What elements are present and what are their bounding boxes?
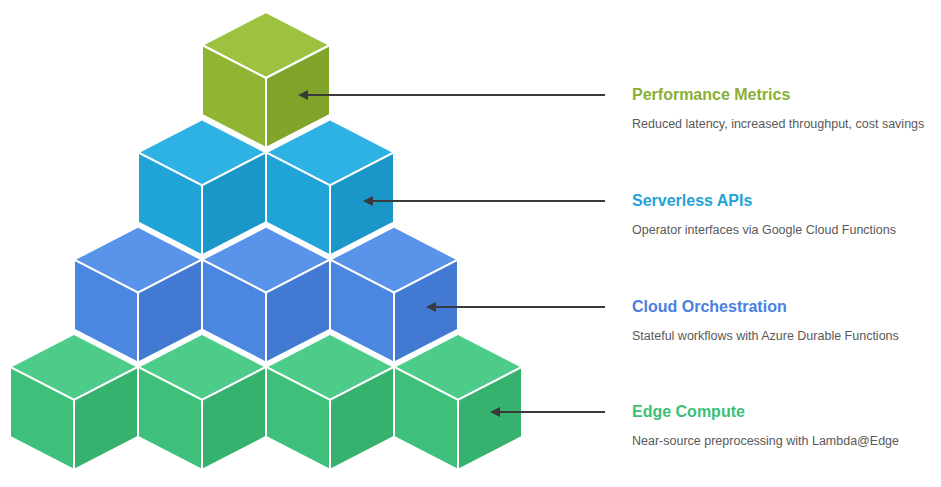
section-heading: Performance Metrics	[632, 85, 790, 105]
leader-arrow	[492, 411, 605, 413]
leader-arrows	[300, 95, 605, 412]
section-heading: Edge Compute	[632, 402, 745, 422]
leader-arrow	[428, 306, 605, 308]
cube-face	[10, 367, 74, 470]
cube-face	[266, 367, 330, 470]
cube-face	[138, 367, 202, 470]
cube-face	[330, 367, 394, 470]
section-description: Operator interfaces via Google Cloud Fun…	[632, 222, 932, 238]
section-description: Near-source preprocessing with Lambda@Ed…	[632, 433, 932, 449]
cube-face	[74, 367, 138, 470]
leader-arrow	[365, 200, 605, 202]
cube-face	[458, 367, 522, 470]
cube-group	[10, 12, 522, 470]
section-description: Reduced latency, increased throughput, c…	[632, 116, 932, 132]
leader-arrow	[300, 94, 605, 96]
section-description: Stateful workflows with Azure Durable Fu…	[632, 328, 932, 344]
cube-face	[202, 367, 266, 470]
cube-face	[394, 367, 458, 470]
section-heading: Serverless APIs	[632, 191, 752, 211]
section-heading: Cloud Orchestration	[632, 297, 787, 317]
